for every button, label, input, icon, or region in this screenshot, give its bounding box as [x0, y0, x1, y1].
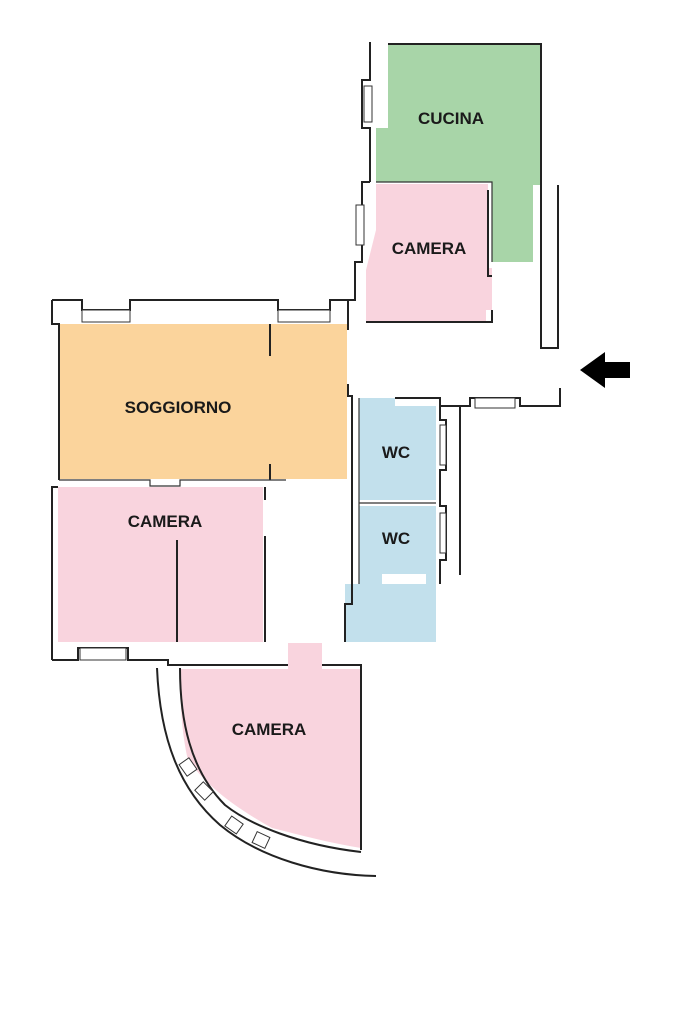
- window-soggiorno-1: [81, 309, 131, 323]
- wall-camera-top-right: [487, 190, 492, 277]
- wall-camera-left-outer: [51, 486, 58, 660]
- room-label-camera-bottom: CAMERA: [232, 720, 307, 739]
- window-soggiorno-2: [277, 309, 331, 323]
- room-wc-2: [359, 506, 436, 584]
- wall-soggiorno-left: [51, 300, 60, 480]
- room-wc-1: [359, 398, 436, 500]
- wall-bottom-main: [52, 647, 288, 666]
- room-camera-bottom: [180, 643, 361, 848]
- wall-kitchen-divider: [376, 181, 493, 262]
- room-soggiorno: [59, 324, 347, 479]
- room-label-cucina: CUCINA: [418, 109, 484, 128]
- wall-camera-top-bottom: [366, 310, 493, 323]
- wall-wc-top: [395, 388, 561, 407]
- wall-corridor-right: [344, 384, 353, 642]
- arrow-left-icon: [580, 352, 630, 388]
- window-curve-1: [178, 757, 198, 777]
- wall-top-main: [52, 299, 348, 311]
- window-curve-3: [224, 815, 244, 835]
- window-wc-1: [439, 424, 447, 466]
- wall-kitchen-top: [388, 43, 542, 185]
- room-cucina: [376, 44, 541, 262]
- room-label-camera-top: CAMERA: [392, 239, 467, 258]
- window-kitchen-1: [363, 85, 373, 123]
- window-wc-2: [439, 512, 447, 554]
- room-label-wc-1: WC: [382, 443, 410, 462]
- wall-right-corridor: [540, 185, 559, 349]
- wall-curved-outer: [156, 667, 377, 877]
- wall-bottom-right: [322, 664, 362, 850]
- window-curve-4: [251, 830, 271, 850]
- room-label-wc-2: WC: [382, 529, 410, 548]
- room-label-soggiorno: SOGGIORNO: [125, 398, 232, 417]
- wall-kitchen-left: [361, 42, 371, 182]
- window-wc-top: [474, 397, 516, 409]
- window-curve-2: [194, 781, 214, 801]
- room-label-camera-left: CAMERA: [128, 512, 203, 531]
- wall-soggiorno-bottom: [59, 479, 286, 487]
- room-disimpegno: [345, 584, 436, 642]
- room-camera-top: [366, 184, 492, 322]
- wall-wc-right: [439, 406, 447, 584]
- wall-curved-inner: [179, 667, 362, 853]
- window-camera-top-1: [355, 204, 365, 246]
- room-camera-left: [58, 487, 263, 642]
- window-camera-left: [79, 647, 127, 661]
